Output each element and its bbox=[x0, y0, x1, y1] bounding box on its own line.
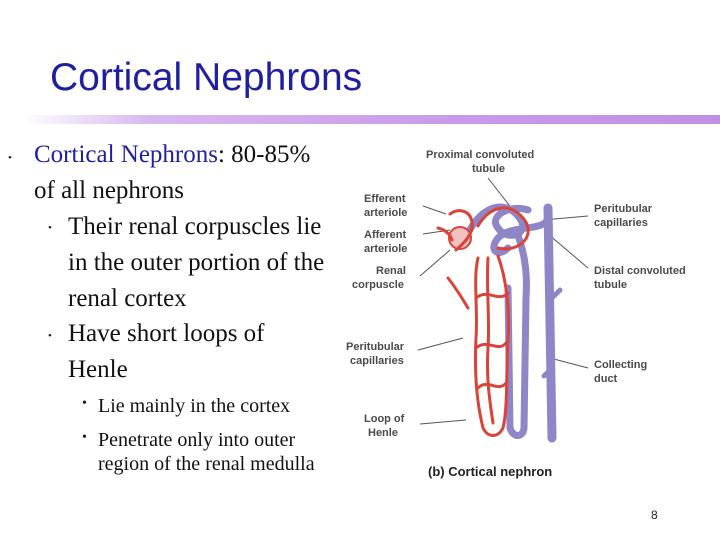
label-efferent-2: arteriole bbox=[364, 207, 407, 219]
label-peritubular-right-1: Peritubular bbox=[594, 203, 653, 215]
bullet-text: : 80-85% of all nephrons bbox=[34, 141, 311, 204]
label-renal-corpuscle-1: Renal bbox=[376, 265, 406, 277]
bullet-marker: • bbox=[82, 396, 87, 411]
figure-caption: (b) Cortical nephron bbox=[428, 464, 552, 479]
label-efferent-1: Efferent bbox=[364, 193, 406, 205]
label-distal-1: Distal convoluted bbox=[594, 265, 686, 277]
bullet-short-loops: Have short loops of Henle bbox=[68, 320, 265, 383]
bullet-marker: • bbox=[8, 152, 12, 164]
label-peritubular-left-1: Peritubular bbox=[346, 341, 405, 353]
label-distal-2: tubule bbox=[594, 279, 627, 291]
label-loop-2: Henle bbox=[368, 427, 398, 439]
label-peritubular-left-2: capillaries bbox=[350, 355, 404, 367]
slide-title: Cortical Nephrons bbox=[50, 56, 363, 99]
label-collecting-1: Collecting bbox=[594, 359, 647, 371]
label-afferent-2: arteriole bbox=[364, 243, 407, 255]
bullet-lie-in-cortex: Lie mainly in the cortex bbox=[98, 395, 291, 417]
bullet-penetrate-medulla: Penetrate only into outer region of the … bbox=[98, 429, 315, 475]
label-peritubular-right-2: capillaries bbox=[594, 217, 648, 229]
page-number: 8 bbox=[651, 508, 658, 522]
label-proximal-1: Proximal convoluted bbox=[426, 149, 534, 161]
bullet-renal-corpuscles: Their renal corpuscles lie in the outer … bbox=[68, 213, 325, 312]
label-collecting-2: duct bbox=[594, 373, 618, 385]
bullet-term: Cortical Nephrons bbox=[34, 141, 218, 168]
bullet-marker: • bbox=[48, 222, 52, 234]
label-proximal-2: tubule bbox=[472, 163, 505, 175]
bullet-marker: • bbox=[82, 430, 87, 445]
bullet-marker: • bbox=[48, 330, 52, 342]
cortical-nephron-diagram: Proximal convoluted tubule Efferent arte… bbox=[346, 149, 686, 479]
label-loop-1: Loop of bbox=[364, 413, 405, 425]
label-afferent-1: Afferent bbox=[364, 229, 407, 241]
label-renal-corpuscle-2: corpuscle bbox=[352, 279, 404, 291]
bullet-cortical-nephrons: Cortical Nephrons: 80-85% of all nephron… bbox=[34, 137, 334, 209]
title-divider bbox=[22, 115, 720, 124]
